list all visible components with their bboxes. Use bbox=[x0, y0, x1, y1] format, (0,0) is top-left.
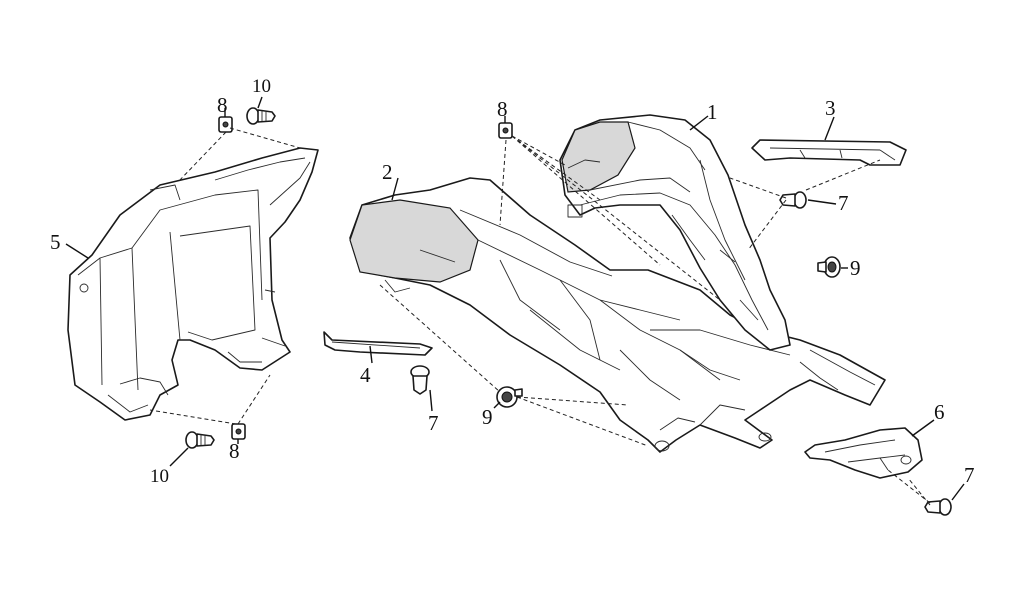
clip-8-bottom bbox=[231, 423, 246, 440]
pin-7-center bbox=[410, 365, 430, 395]
callout-8-bottom: 8 bbox=[229, 439, 240, 463]
callout-10-bottom: 10 bbox=[150, 466, 169, 487]
part-6-bracket bbox=[804, 427, 923, 479]
pin-7-bottom-right bbox=[924, 498, 952, 516]
screw-9-right bbox=[817, 256, 841, 278]
fastener-10-top bbox=[246, 107, 276, 125]
fastener-10-bottom bbox=[185, 431, 215, 449]
callout-10-top: 10 bbox=[252, 76, 271, 97]
callout-5: 5 bbox=[50, 230, 61, 254]
clip-8-top-left bbox=[218, 116, 233, 133]
callout-7-center: 7 bbox=[428, 411, 439, 435]
callout-3: 3 bbox=[825, 96, 836, 120]
clip-8-center bbox=[498, 122, 513, 139]
callout-1: 1 bbox=[707, 100, 718, 124]
part-3-trim-strip bbox=[751, 139, 907, 166]
part-2-center-panel bbox=[349, 177, 886, 453]
callout-9-right: 9 bbox=[850, 256, 861, 280]
callout-7-bottom-right: 7 bbox=[964, 463, 975, 487]
callout-8-center: 8 bbox=[497, 97, 508, 121]
callout-2: 2 bbox=[382, 160, 393, 184]
part-4-small-strip bbox=[323, 331, 433, 356]
callout-7-right: 7 bbox=[838, 191, 849, 215]
assembly-lines bbox=[149, 127, 931, 506]
callout-4: 4 bbox=[360, 363, 371, 387]
leader-lines bbox=[65, 96, 965, 501]
callout-9-center: 9 bbox=[482, 405, 493, 429]
pin-7-right-top bbox=[779, 191, 807, 209]
callout-6: 6 bbox=[934, 400, 945, 424]
callout-8-top-left: 8 bbox=[217, 93, 228, 117]
part-5-side-cover bbox=[67, 147, 319, 421]
